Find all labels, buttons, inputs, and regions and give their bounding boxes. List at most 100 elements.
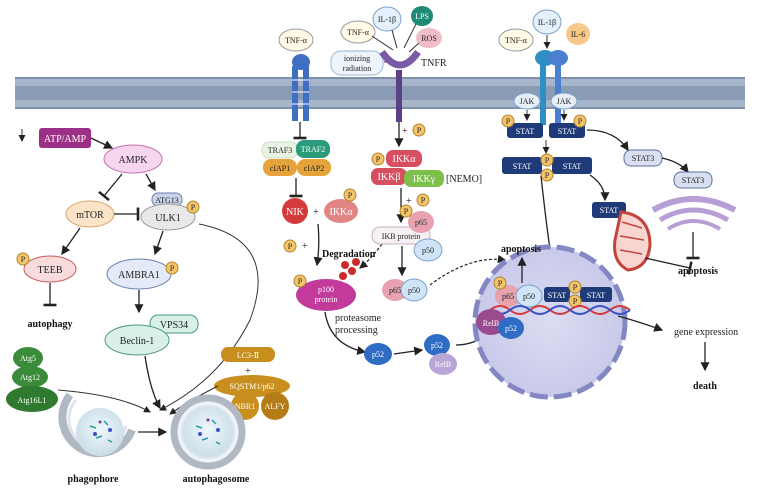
tnf-alpha-ligand-2: TNF-α: [347, 28, 370, 37]
stat3-label-1: STAT3: [632, 154, 654, 163]
p100-protein: p100 protein P proteasome processing: [293, 274, 382, 355]
atg16l1-label: Atg16L1: [18, 396, 47, 405]
p50-label-a: p50: [422, 246, 434, 255]
relb-label-a: RelB: [435, 360, 451, 369]
p65-nucleus: p65: [502, 292, 514, 301]
plus-p-ikk: +: [406, 196, 412, 207]
apoptosis-nucleus: apoptosis: [501, 244, 541, 255]
ciap2-label: cIAP2: [304, 164, 324, 173]
mitochondrion: [613, 210, 693, 275]
cell-membrane: [15, 77, 745, 109]
stat-label-3: STAT: [513, 162, 532, 171]
stat-dimer: STAT STAT P P STAT: [502, 153, 626, 270]
stat-label-1: STAT: [516, 127, 535, 136]
p65-p50-cytoplasm: p65 p50: [382, 254, 507, 302]
autophagosome: autophagosome: [170, 394, 250, 485]
phospho-ikk: P: [421, 196, 426, 205]
radiation-label: radiation: [343, 64, 371, 73]
tnf-alpha-ligand-3: TNF-α: [505, 36, 528, 45]
teeb-group: TEEB P autophagy: [16, 252, 77, 330]
phospho-p65-nucleus: P: [498, 279, 503, 288]
ionizing-label: ionizing: [344, 54, 370, 63]
phospho-stat-4: P: [545, 171, 550, 180]
plus-p100: +: [302, 241, 308, 252]
stat3-er-group: STAT3 STAT3 apoptosis: [623, 149, 737, 277]
phospho-stat-nucleus-1: P: [573, 283, 578, 292]
stat-nucleus-1: STAT: [548, 291, 567, 300]
ulk1-to-autophagosome-line: [159, 223, 259, 411]
plus-p-tnfr: +: [402, 126, 408, 137]
beclin-complex: AMBRA1 P VPS34 Beclin-1: [104, 258, 199, 356]
sqstm1-label: SQSTM1/p62: [230, 382, 275, 391]
traf2-label: TRAF2: [301, 145, 325, 154]
jak-label-1: JAK: [520, 97, 535, 106]
phospho-ikka: P: [348, 191, 353, 200]
ikk-complex: IKKα P IKKβ IKKγ [NEMO] + P: [371, 150, 482, 224]
il6-ligand: IL-6: [571, 30, 585, 39]
tnfr-label: TNFR: [421, 58, 447, 69]
phospho-ulk1: P: [191, 203, 196, 212]
ikka-free-label: IKKα: [329, 207, 353, 218]
phospho-teeb: P: [21, 255, 26, 264]
jak-stat-group: JAK JAK STAT P STAT P: [501, 92, 629, 154]
il1b-ligand-2: IL-1β: [538, 18, 556, 27]
apoptosis-stat3: apoptosis: [678, 266, 718, 277]
autophagosome-label: autophagosome: [183, 474, 250, 485]
tnfr-ligands: IL-1β LPS TNF-α ROS ionizing radiation: [330, 6, 442, 76]
p52-label-a: p52: [372, 350, 384, 359]
lc3-plus: +: [245, 366, 251, 377]
phagophore: phagophore: [58, 392, 168, 485]
ikb-complex: IKB protein p65 p50 P: [371, 204, 443, 277]
jak-label-2: JAK: [557, 97, 572, 106]
p52-label-b: p52: [431, 341, 443, 350]
degradation-label: Degradation: [322, 249, 376, 260]
ciap1-label: cIAP1: [270, 164, 290, 173]
nemo-label: [NEMO]: [446, 174, 482, 185]
ampk-label: AMPK: [119, 155, 149, 166]
ikkb-label: IKKβ: [378, 172, 401, 183]
p65-label-b: p65: [389, 286, 401, 295]
phospho-p100-b: P: [298, 277, 303, 286]
atp-amp-label: ATP/AMP: [44, 134, 87, 145]
stat-label-5: STAT: [600, 206, 619, 215]
p50-nucleus: p50: [523, 292, 535, 301]
stat3-label-2: STAT3: [682, 176, 704, 185]
proteasome-label: proteasome: [335, 313, 382, 324]
gene-expression-label: gene expression: [674, 327, 738, 338]
atg13-label: ATG13: [155, 196, 179, 205]
tnf-receptor-left: TNF-α: [278, 28, 314, 140]
vps34-label: VPS34: [160, 320, 188, 331]
atg5-label: Atg5: [20, 354, 36, 363]
nik-ikka-group: NIK + IKKα P P +: [282, 188, 358, 267]
degradation-group: Degradation: [322, 239, 386, 280]
p52-nucleus: p52: [505, 324, 517, 333]
phagophore-label: phagophore: [68, 474, 120, 485]
plus-nik: +: [313, 207, 319, 218]
stat-ligands: TNF-α IL-1β IL-6: [498, 9, 590, 52]
ulk1-label: ULK1: [155, 213, 181, 224]
teeb-label: TEEB: [38, 265, 63, 276]
p65-label-a: p65: [415, 218, 427, 227]
ros-ligand: ROS: [421, 34, 437, 43]
processing-label: processing: [335, 325, 378, 336]
phospho-tnfr: P: [417, 126, 422, 135]
nbr1-label: NBR1: [235, 402, 255, 411]
phospho-stat-nucleus-2: P: [573, 297, 578, 306]
phospho-ikka-complex: P: [376, 155, 381, 164]
phospho-p100: P: [288, 242, 293, 251]
phospho-stat-2: P: [578, 117, 583, 126]
autophagy-label: autophagy: [27, 319, 72, 330]
nik-label: NIK: [286, 207, 305, 218]
traf3-label: TRAF3: [268, 146, 292, 155]
atg-complex: Atg5 Atg12 Atg16L1: [6, 347, 151, 413]
relb-nucleus: RelB: [483, 319, 499, 328]
traf-ciap-complex: TRAF3 TRAF2 cIAP1 cIAP2: [261, 140, 331, 198]
beclin-to-autophagosome-arrow: [144, 355, 161, 410]
nucleus: apoptosis p65 p50 P STAT STAT P P RelB p…: [472, 244, 664, 400]
stat-label-2: STAT: [558, 127, 577, 136]
stat-label-4: STAT: [563, 162, 582, 171]
phospho-stat-3: P: [545, 156, 550, 165]
death-label: death: [693, 381, 717, 392]
tnfr-receptor: TNFR + P: [379, 49, 447, 148]
